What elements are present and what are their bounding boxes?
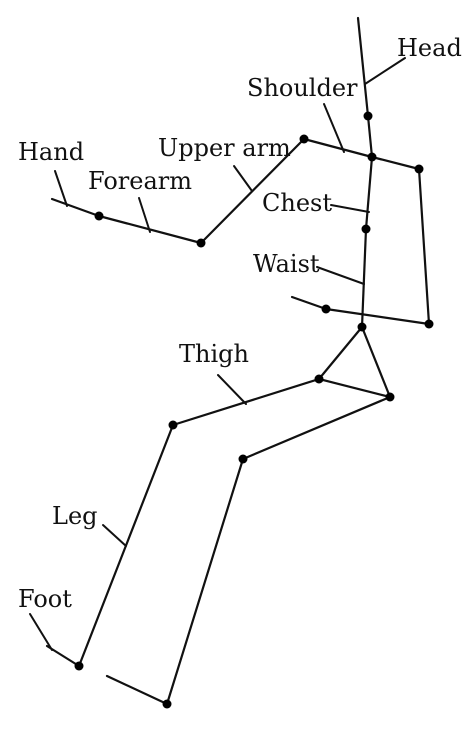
thigh-segment [171,377,321,427]
pelvis-right-segment [360,325,392,399]
hand-segment [50,197,101,218]
upper-arm-leader [233,165,253,192]
second-thigh-segment [241,395,392,461]
shoulder-leader [323,103,345,153]
chest-joint [361,224,371,234]
leg-leader [102,524,127,547]
shoulder-segment [302,137,374,159]
chest-leader [330,204,370,213]
knee-joint [168,420,178,430]
foot-leader [29,613,53,651]
label-foot: Foot [18,585,72,613]
pelvis-left-segment [317,325,364,381]
forearm-leader [138,197,151,233]
label-upper-arm: Upper arm [158,134,291,162]
second-knee-joint [238,454,248,464]
right-shoulder-joint [414,164,424,174]
pelvis-joint [357,322,367,332]
second-ankle-joint [162,699,172,709]
ankle-joint [74,661,84,671]
label-waist: Waist [253,250,320,278]
hip-segment [324,307,431,326]
second-leg-segment [165,457,245,706]
shoulder-right-segment [370,155,421,171]
hip-stub-segment [290,295,328,311]
left-hip-joint [314,374,324,384]
waist-leader [316,266,365,285]
chest-segment [364,155,374,231]
elbow-joint [196,238,206,248]
thigh-leader [217,374,247,405]
label-head: Head [397,34,462,62]
pelvis-base-segment [317,377,392,399]
right-flank-segment [417,167,431,326]
label-hand: Hand [18,138,84,166]
shoulder-center-joint [367,152,377,162]
label-forearm: Forearm [88,167,192,195]
right-hip-joint [385,392,395,402]
neck-segment [366,114,374,159]
waist-segment [360,227,368,329]
hip-right-joint [424,319,434,329]
head-segment [356,16,370,118]
neck-joint [363,111,373,121]
second-foot-segment [105,674,169,706]
label-chest: Chest [262,189,332,217]
wrist-joint [94,211,104,221]
label-thigh: Thigh [179,340,249,368]
label-shoulder: Shoulder [247,74,358,102]
hip-left-joint [321,304,331,314]
head-leader [364,57,406,85]
hand-leader [54,170,68,207]
left-shoulder-joint [299,134,309,144]
label-leg: Leg [52,502,98,530]
